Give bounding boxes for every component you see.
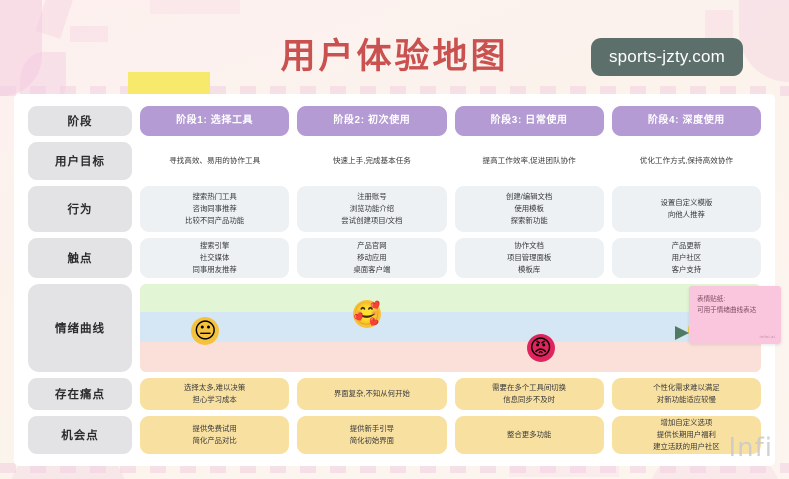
row-cells-opportunities: 提供免费试用简化产品对比 提供新手引导简化初始界面 整合更多功能 增加自定义选项… xyxy=(140,416,761,454)
pain-cell-3: 需要在多个工具间切换信息同步不及时 xyxy=(454,378,604,410)
stage-header-4[interactable]: 阶段4: 深度使用 xyxy=(611,106,761,136)
emotion-band-positive xyxy=(140,284,761,313)
sticky-note: 表情贴纸: 可用于情绪曲线表达 infini-ai xyxy=(689,286,781,344)
goal-cell-4: 优化工作方式,保持高效协作 xyxy=(639,155,733,165)
behavior-cell-2: 注册账号浏览功能介绍尝试创建项目/文档 xyxy=(297,186,447,232)
row-label-opportunities: 机会点 xyxy=(28,416,132,454)
decor-dash-strip-top xyxy=(0,86,789,96)
behavior-cell-1: 搜索热门工具咨询同事推荐比较不同产品功能 xyxy=(140,186,290,232)
brand-watermark: Infi xyxy=(728,433,773,463)
stage-header-1[interactable]: 阶段1: 选择工具 xyxy=(140,106,290,136)
row-label-behavior: 行为 xyxy=(28,186,132,232)
page-title: 用户体验地图 xyxy=(280,36,509,77)
behavior-cell-3: 创建/编辑文档使用模板探索新功能 xyxy=(454,186,604,232)
row-label-emotion-curve: 情绪曲线 xyxy=(28,284,132,372)
stage-header-3[interactable]: 阶段3: 日常使用 xyxy=(454,106,604,136)
sticky-note-line-1: 表情贴纸: xyxy=(697,296,726,303)
touchpoint-cell-1: 搜索引擎社交媒体同事朋友推荐 xyxy=(140,238,290,278)
pain-cell-4: 个性化需求难以满足对新功能适应较慢 xyxy=(611,378,761,410)
goal-cell-1: 寻找高效、易用的协作工具 xyxy=(169,155,261,165)
touchpoint-cell-4: 产品更新用户社区客户支持 xyxy=(611,238,761,278)
opportunity-cell-2: 提供新手引导简化初始界面 xyxy=(297,416,447,454)
row-label-pain-points: 存在痛点 xyxy=(28,378,132,410)
decor-dash-strip-bottom xyxy=(0,463,789,473)
touchpoint-cell-2: 产品官网移动应用桌面客户端 xyxy=(297,238,447,278)
emotion-band-negative xyxy=(140,342,761,372)
row-user-goal: 用户目标 寻找高效、易用的协作工具 快速上手,完成基本任务 提高工作效率,促进团… xyxy=(28,142,761,180)
opportunity-cell-4: 增加自定义选项提供长期用户福利建立活跃的用户社区 xyxy=(611,416,761,454)
pain-cell-1: 选择太多,难以决策担心学习成本 xyxy=(140,378,290,410)
emotion-band-neutral xyxy=(140,312,761,343)
row-cells-stage: 阶段1: 选择工具 阶段2: 初次使用 阶段3: 日常使用 阶段4: 深度使用 xyxy=(140,106,761,136)
emotion-curve-chart: 😐🥰😡😐 xyxy=(140,284,761,372)
opportunity-cell-1: 提供免费试用简化产品对比 xyxy=(140,416,290,454)
row-cells-touchpoint: 搜索引擎社交媒体同事朋友推荐 产品官网移动应用桌面客户端 协作文档项目管理面板模… xyxy=(140,238,761,278)
row-pain-points: 存在痛点 选择太多,难以决策担心学习成本 界面复杂,不知从何开始 需要在多个工具… xyxy=(28,378,761,410)
goal-cell-2: 快速上手,完成基本任务 xyxy=(332,155,411,165)
row-emotion-curve: 情绪曲线 😐🥰😡😐 xyxy=(28,284,761,372)
emotion-emoji-2: 🥰 xyxy=(352,299,381,328)
row-cells-pain-points: 选择太多,难以决策担心学习成本 界面复杂,不知从何开始 需要在多个工具间切换信息… xyxy=(140,378,761,410)
row-stage: 阶段 阶段1: 选择工具 阶段2: 初次使用 阶段3: 日常使用 阶段4: 深度… xyxy=(28,106,761,136)
stage-header-2[interactable]: 阶段2: 初次使用 xyxy=(297,106,447,136)
journey-map-card: 阶段 阶段1: 选择工具 阶段2: 初次使用 阶段3: 日常使用 阶段4: 深度… xyxy=(14,94,775,466)
row-cells-behavior: 搜索热门工具咨询同事推荐比较不同产品功能 注册账号浏览功能介绍尝试创建项目/文档… xyxy=(140,186,761,232)
touchpoint-cell-3: 协作文档项目管理面板模板库 xyxy=(454,238,604,278)
row-label-touchpoint: 触点 xyxy=(28,238,132,278)
row-touchpoint: 触点 搜索引擎社交媒体同事朋友推荐 产品官网移动应用桌面客户端 协作文档项目管理… xyxy=(28,238,761,278)
sticky-note-signature: infini-ai xyxy=(759,333,775,339)
decor-shape-9 xyxy=(150,0,240,14)
behavior-cell-4: 设置自定义模版向他人推荐 xyxy=(611,186,761,232)
emotion-emoji-3: 😡 xyxy=(526,334,555,363)
journey-map-grid: 阶段 阶段1: 选择工具 阶段2: 初次使用 阶段3: 日常使用 阶段4: 深度… xyxy=(14,94,775,466)
note-arrow-icon xyxy=(647,326,689,340)
row-behavior: 行为 搜索热门工具咨询同事推荐比较不同产品功能 注册账号浏览功能介绍尝试创建项目… xyxy=(28,186,761,232)
row-cells-user-goal: 寻找高效、易用的协作工具 快速上手,完成基本任务 提高工作效率,促进团队协作 优… xyxy=(140,142,761,180)
sticky-note-line-2: 可用于情绪曲线表达 xyxy=(697,306,757,314)
row-opportunities: 机会点 提供免费试用简化产品对比 提供新手引导简化初始界面 整合更多功能 增加自… xyxy=(28,416,761,454)
row-label-stage: 阶段 xyxy=(28,106,132,136)
pain-cell-2: 界面复杂,不知从何开始 xyxy=(297,378,447,410)
goal-cell-3: 提高工作效率,促进团队协作 xyxy=(482,155,576,165)
emotion-emoji-1: 😐 xyxy=(191,316,220,345)
row-label-user-goal: 用户目标 xyxy=(28,142,132,180)
decor-shape-3 xyxy=(70,26,108,42)
site-watermark-badge: sports-jzty.com xyxy=(590,38,743,76)
opportunity-cell-3: 整合更多功能 xyxy=(454,416,604,454)
